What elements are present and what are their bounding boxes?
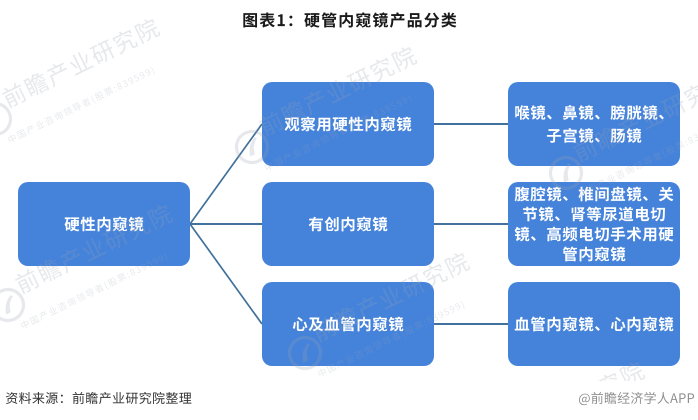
node-products-1-glyphs — [515, 105, 664, 143]
qianzhan-swirl-logo-icon — [234, 129, 270, 165]
node-products-2: 腹腔镜、椎间盘镜、关节镜、肾等尿道电切镜、高频电切手术用硬管内窥镜 — [508, 182, 680, 266]
watermark-layer: 前瞻产业研究院 中国产业咨询领导者(股票:839599) 前瞻产业研究院 中国产… — [0, 0, 698, 381]
data-source-note: 资料来源：前瞻产业研究院整理 — [5, 390, 192, 406]
watermark-brand-glyphs — [14, 205, 174, 295]
watermark-brand-glyphs — [597, 362, 646, 381]
node-products-3-glyphs — [514, 316, 674, 332]
node-category-1: 观察用硬性内窥镜 — [262, 82, 434, 166]
watermark-subtitle-text: 中国产业咨询领导者(股票:839599) — [576, 189, 577, 190]
watermark-tile: 前瞻产业研究院 中国产业咨询领导者(股票:839599) — [456, 270, 698, 381]
qianzhan-swirl-logo-icon — [287, 335, 323, 371]
watermark-brand-text: 前瞻产业研究院 — [308, 322, 309, 323]
chart-title: 图表1：硬管内窥镜产品分类 — [0, 11, 698, 29]
watermark-tile: 前瞻产业研究院 中国产业咨询领导者(股票:839599) — [228, 0, 632, 193]
node-category-2-glyphs — [308, 216, 388, 232]
watermark-brand-glyphs — [258, 47, 418, 137]
watermark-tile: 前瞻产业研究院 中国产业咨询领导者(股票:839599) — [542, 0, 698, 219]
brand-credit: @前瞻经济学人APP — [578, 390, 695, 406]
connector-root-category-3 — [189, 223, 263, 325]
watermark-brand-text: 前瞻产业研究院 — [11, 274, 12, 275]
node-category-3: 心及血管内窥镜 — [262, 282, 434, 366]
chart-title-glyphs — [242, 12, 456, 28]
watermark-brand-text: 前瞻产业研究院 — [255, 116, 256, 117]
node-category-1-glyphs — [284, 116, 412, 132]
connector-root-category-1 — [189, 123, 263, 225]
watermark-brand-glyphs — [572, 83, 698, 163]
node-root-glyphs — [64, 216, 144, 232]
watermark-subtitle-text: 中国产业咨询领导者(股票:839599) — [18, 321, 19, 322]
node-products-2-glyphs — [514, 186, 674, 262]
watermark-subtitle-glyphs — [20, 252, 168, 329]
node-products-1: 喉镜、鼻镜、膀胱镜、子宫镜、肠镜 — [508, 82, 680, 166]
watermark-subtitle-glyphs — [578, 134, 698, 197]
watermark-subtitle-text: 中国产业咨询领导者(股票:839599) — [262, 163, 263, 164]
watermark-subtitle-glyphs — [7, 66, 155, 143]
watermark-subtitle-text: 中国产业咨询领导者(股票:839599) — [5, 135, 6, 136]
watermark-brand-glyphs — [311, 253, 471, 343]
watermark-subtitle-glyphs — [317, 300, 465, 377]
watermark-brand-glyphs — [1, 19, 161, 109]
watermark-brand-text: 前瞻产业研究院 — [569, 142, 570, 143]
node-category-3-glyphs — [292, 316, 404, 332]
qianzhan-swirl-logo-icon — [0, 101, 13, 137]
watermark-subtitle-glyphs — [264, 94, 412, 171]
watermark-tile: 前瞻产业研究院 中国产业咨询领导者(股票:839599) — [281, 161, 685, 381]
qianzhan-swirl-logo-icon — [0, 287, 26, 323]
qianzhan-swirl-logo-icon — [548, 155, 584, 191]
brand-credit-glyphs — [578, 391, 695, 406]
watermark-tile: 前瞻产业研究院 中国产业咨询领导者(股票:839599) — [0, 113, 388, 351]
watermark-subtitle-text: 中国产业咨询领导者(股票:839599) — [315, 369, 316, 370]
node-root: 硬性内窥镜 — [18, 182, 190, 266]
node-products-3: 血管内窥镜、心内窥镜 — [508, 282, 680, 366]
data-source-glyphs — [5, 391, 192, 405]
node-category-2: 有创内窥镜 — [262, 182, 434, 266]
watermark-tile: 前瞻产业研究院 中国产业咨询领导者(股票:839599) — [0, 0, 375, 165]
